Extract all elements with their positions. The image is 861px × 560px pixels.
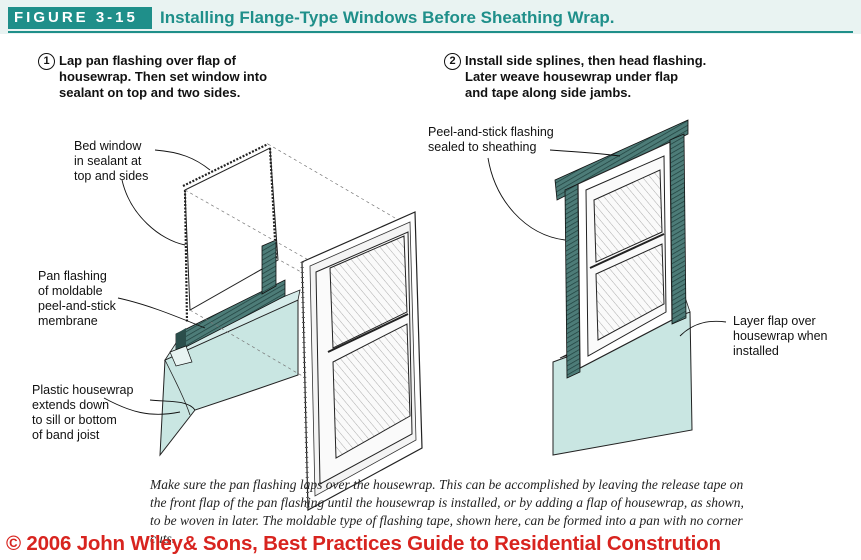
header-rule (8, 31, 853, 33)
leaders-right (487, 149, 727, 337)
figure-title: Installing Flange-Type Windows Before Sh… (160, 8, 615, 27)
side-flashing (564, 133, 687, 379)
leaders-left (103, 149, 211, 415)
housewrap-sheet-left (159, 289, 301, 457)
label-layer-flap: Layer flap over housewrap when installed (733, 314, 828, 358)
label-plastic-housewrap: Plastic housewrap extends down to sill o… (32, 383, 134, 442)
window-unit-left (300, 211, 423, 511)
pan-flashing (169, 239, 286, 367)
step-1-number: 1 (38, 53, 55, 70)
window-unit-right (577, 141, 673, 369)
copyright-watermark: © 2006 John Wiley& Sons, Best Practices … (6, 532, 721, 555)
figure-tag: FIGURE 3-15 (8, 7, 152, 29)
step-1-text: Lap pan flashing over flap of housewrap.… (59, 53, 268, 100)
label-peel-and-stick: Peel-and-stick flashing sealed to sheath… (428, 125, 554, 154)
sealant-frame (182, 143, 279, 323)
step-2-number: 2 (444, 53, 461, 70)
label-pan-flashing: Pan flashing of moldable peel-and-stick … (38, 269, 116, 328)
figure-caption: Make sure the pan flashing laps over the… (150, 477, 744, 546)
label-bed-window: Bed window in sealant at top and sides (74, 139, 149, 183)
step-2-text: Install side splines, then head flashing… (465, 53, 707, 100)
